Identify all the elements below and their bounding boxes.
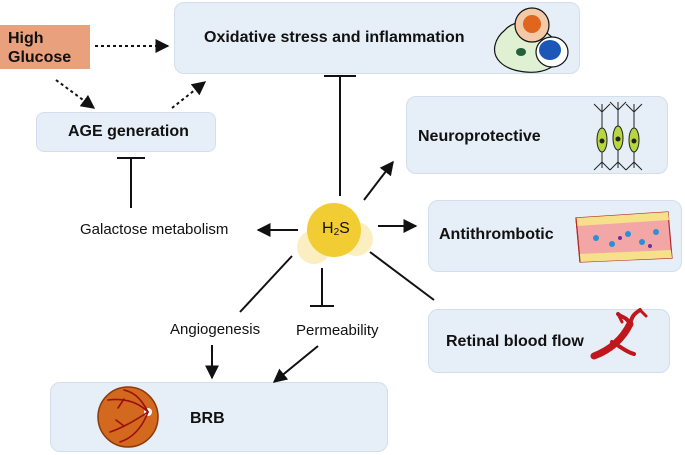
h2s-to-retinal-flow-line <box>369 251 435 301</box>
permeability-label: Permeability <box>296 322 379 339</box>
high-glucose-box <box>0 25 90 69</box>
oxidative-stress-label: Oxidative stress and inflammation <box>204 29 465 46</box>
h2s-to-angiogenesis-line <box>239 255 293 313</box>
retinal-blood-flow-label: Retinal blood flow <box>446 333 584 350</box>
neurons-icon <box>593 101 643 171</box>
dotted-arrows <box>55 39 207 109</box>
age-to-oxidative-arrow <box>171 81 207 109</box>
solid-arrows <box>205 160 435 383</box>
age-generation-box <box>36 112 216 152</box>
neuroprotective-box <box>406 96 668 174</box>
high-glucose-label: High Glucose <box>8 30 72 66</box>
glucose-to-age-arrow <box>55 79 96 109</box>
neuroprotective-label: Neuroprotective <box>418 128 541 145</box>
brb-label: BRB <box>190 410 225 427</box>
h2s-molecule <box>297 203 373 264</box>
h2s-label: H2S <box>322 220 350 238</box>
antithrombotic-label: Antithrombotic <box>439 226 554 243</box>
inhibition-lines <box>117 75 356 307</box>
retina-icon <box>97 386 159 448</box>
h2s-label-end: S <box>339 220 350 237</box>
blood-vessel-branch-icon <box>590 308 648 360</box>
vessel-icon <box>575 211 673 263</box>
brb-box <box>50 382 388 452</box>
h2s-label-sub: 2 <box>333 227 340 238</box>
galactose-metabolism-label: Galactose metabolism <box>80 221 229 238</box>
h2s-to-neuroprotective-arrow <box>363 160 394 201</box>
age-generation-label: AGE generation <box>68 123 189 140</box>
permeability-to-brb-arrow <box>272 345 319 383</box>
angiogenesis-label: Angiogenesis <box>170 321 261 338</box>
cells-icon <box>493 7 569 73</box>
h2s-label-main: H <box>322 220 334 237</box>
